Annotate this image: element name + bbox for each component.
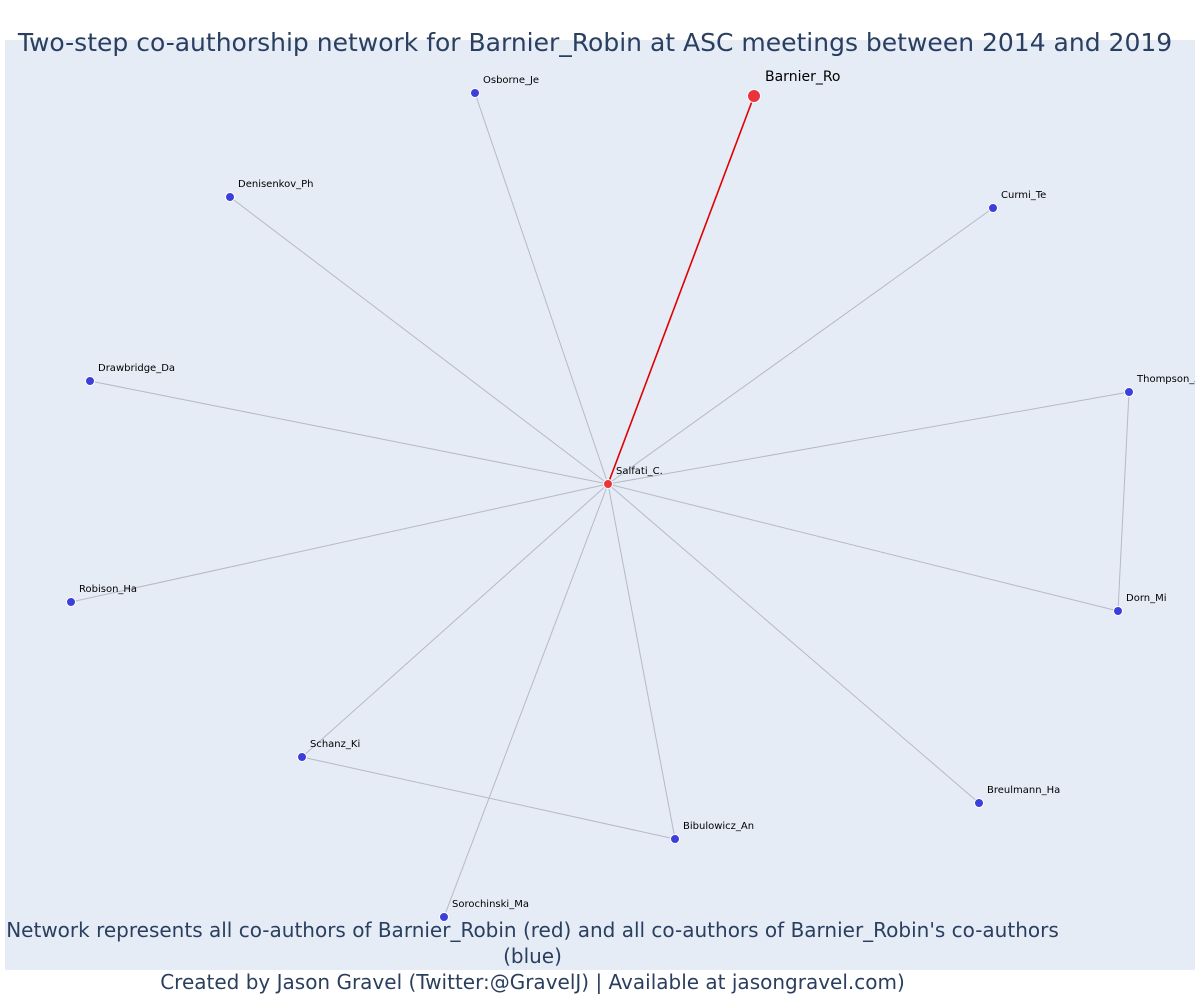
node-osborne[interactable]: Osborne_Je [470, 75, 540, 98]
node-robison[interactable]: Robison_Ha [66, 584, 138, 607]
node-marker-sorochinski[interactable] [439, 912, 449, 922]
node-marker-barnier[interactable] [747, 89, 761, 103]
edge-salfati-dorn [607, 483, 1119, 612]
node-label-bibulowicz: Bibulowicz_An [683, 821, 754, 832]
node-marker-thompson[interactable] [1124, 387, 1134, 397]
node-curmi[interactable]: Curmi_Te [988, 190, 1047, 213]
node-label-thompson: Thompson_A [1136, 374, 1195, 385]
node-marker-breulmann[interactable] [974, 798, 984, 808]
node-label-drawbridge: Drawbridge_Da [98, 363, 175, 374]
node-marker-dorn[interactable] [1113, 606, 1123, 616]
node-label-breulmann: Breulmann_Ha [987, 785, 1060, 796]
edge-salfati-robison [70, 483, 609, 603]
edge-salfati-osborne [474, 92, 609, 485]
node-schanz[interactable]: Schanz_Ki [297, 739, 361, 762]
edge-schanz-bibulowicz [301, 756, 676, 840]
edge-salfati-curmi [607, 207, 994, 485]
node-barnier[interactable]: Barnier_Ro [747, 69, 841, 103]
node-label-curmi: Curmi_Te [1001, 190, 1046, 201]
edge-salfati-barnier [607, 95, 755, 485]
node-label-osborne: Osborne_Je [483, 75, 539, 86]
node-dorn[interactable]: Dorn_Mi [1113, 593, 1167, 616]
node-breulmann[interactable]: Breulmann_Ha [974, 785, 1061, 808]
node-marker-denisenkov[interactable] [225, 192, 235, 202]
edge-salfati-bibulowicz [607, 483, 676, 840]
node-sorochinski[interactable]: Sorochinski_Ma [439, 899, 529, 922]
caption-line-1: Network represents all co-authors of Bar… [6, 918, 1059, 968]
node-marker-osborne[interactable] [470, 88, 480, 98]
node-salfati[interactable]: Salfati_C. [603, 466, 663, 489]
caption-line-2: Created by Jason Gravel (Twitter:@Gravel… [160, 970, 905, 994]
edge-salfati-drawbridge [89, 380, 609, 485]
node-label-barnier: Barnier_Ro [765, 69, 841, 85]
node-marker-schanz[interactable] [297, 752, 307, 762]
node-marker-drawbridge[interactable] [85, 376, 95, 386]
node-marker-robison[interactable] [66, 597, 76, 607]
node-marker-curmi[interactable] [988, 203, 998, 213]
edge-salfati-thompson [607, 391, 1130, 485]
caption: Network represents all co-authors of Bar… [0, 917, 1065, 995]
node-marker-salfati[interactable] [603, 479, 613, 489]
edge-salfati-sorochinski [443, 483, 609, 918]
node-drawbridge[interactable]: Drawbridge_Da [85, 363, 176, 386]
edges-layer [70, 92, 1130, 918]
edge-salfati-breulmann [607, 483, 980, 804]
chart-title: Two-step co-authorship network for Barni… [17, 28, 1173, 57]
node-label-denisenkov: Denisenkov_Ph [238, 179, 314, 190]
node-label-sorochinski: Sorochinski_Ma [452, 899, 529, 910]
edge-salfati-schanz [301, 483, 609, 758]
node-bibulowicz[interactable]: Bibulowicz_An [670, 821, 755, 844]
node-denisenkov[interactable]: Denisenkov_Ph [225, 179, 314, 202]
node-label-dorn: Dorn_Mi [1126, 593, 1167, 604]
node-label-schanz: Schanz_Ki [310, 739, 360, 750]
node-label-salfati: Salfati_C. [616, 466, 663, 477]
node-thompson[interactable]: Thompson_A [1124, 374, 1196, 397]
edge-salfati-denisenkov [229, 196, 609, 485]
edge-thompson-dorn [1117, 391, 1130, 612]
node-label-robison: Robison_Ha [79, 584, 137, 595]
node-marker-bibulowicz[interactable] [670, 834, 680, 844]
